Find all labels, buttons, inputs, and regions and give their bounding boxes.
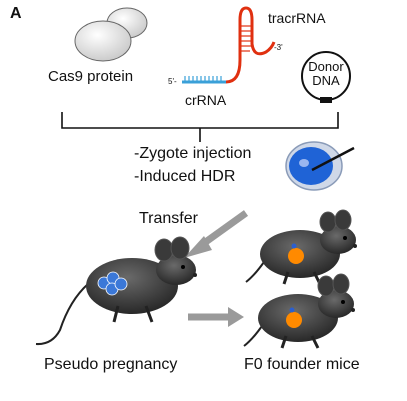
donor-label-line2: DNA (312, 73, 340, 88)
five-prime-label: 5'- (168, 77, 177, 86)
zygote-injection-icon (285, 141, 355, 191)
crrna-label: crRNA (185, 92, 227, 108)
founder-mouse-bottom-icon (243, 273, 355, 349)
transfer-label: Transfer (139, 210, 198, 227)
transfer-arrow (184, 210, 249, 258)
birth-arrow (188, 307, 244, 327)
panel-label: A (10, 5, 22, 22)
founder-mouse-top-icon (245, 209, 357, 285)
donor-dna-label: Donor DNA (300, 60, 352, 88)
three-prime-label: -3' (274, 43, 283, 52)
tracrrna-label: tracrRNA (268, 10, 326, 26)
bracket (61, 112, 339, 142)
guide-rna-icon (182, 6, 276, 84)
surrogate-mouse-icon (35, 236, 197, 346)
zygote-injection-step: -Zygote injection (134, 145, 252, 162)
cas9-protein-icon (74, 7, 148, 62)
induced-hdr-step: -Induced HDR (134, 168, 236, 185)
cas9-protein-label: Cas9 protein (48, 68, 134, 85)
pseudo-pregnancy-label: Pseudo pregnancy (44, 356, 178, 373)
founder-mice-label: F0 founder mice (244, 356, 360, 373)
donor-dna-plasmid-icon (301, 51, 351, 103)
donor-label-line1: Donor (308, 59, 344, 74)
